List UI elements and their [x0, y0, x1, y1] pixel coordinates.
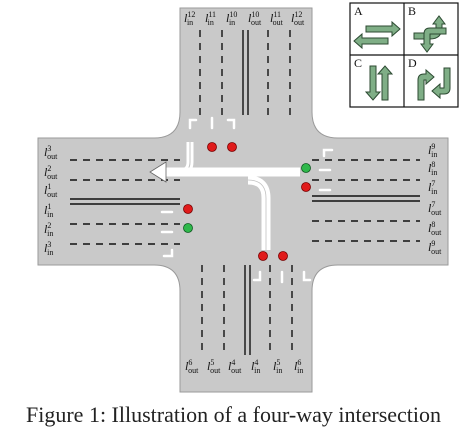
signal-west-2 — [183, 223, 193, 233]
road-surface — [37, 7, 449, 393]
east-approach-lines — [312, 159, 420, 242]
lane-arrows-west — [160, 210, 174, 258]
signal-east-1 — [301, 163, 311, 173]
signal-east-2 — [301, 182, 311, 192]
phase-d-icon — [417, 67, 451, 101]
phase-legend: A B C D — [349, 2, 459, 108]
phase-label-c: C — [354, 56, 362, 70]
phase-a-icon — [353, 20, 401, 50]
signal-west-1 — [183, 204, 193, 214]
south-approach-lines — [201, 265, 293, 355]
signal-north-1 — [207, 142, 217, 152]
signal-south-1 — [258, 251, 268, 261]
movement-arrow-through-west — [149, 161, 300, 183]
phase-label-a: A — [354, 4, 363, 18]
lane-arrows-south — [252, 270, 312, 284]
phase-c-icon — [364, 65, 394, 101]
phase-b-icon — [413, 15, 447, 53]
phase-label-b: B — [408, 4, 416, 18]
north-approach-lines — [199, 30, 291, 115]
signal-south-2 — [278, 251, 288, 261]
lane-arrows-east — [318, 148, 334, 192]
traffic-signals — [183, 142, 311, 261]
signal-north-2 — [227, 142, 237, 152]
phase-label-d: D — [408, 56, 417, 70]
west-approach-lines — [70, 159, 180, 245]
lane-arrows-north — [188, 116, 236, 130]
figure-caption: Figure 1: Illustration of a four-way int… — [26, 402, 442, 427]
movement-arrow-south-turn — [247, 175, 271, 250]
